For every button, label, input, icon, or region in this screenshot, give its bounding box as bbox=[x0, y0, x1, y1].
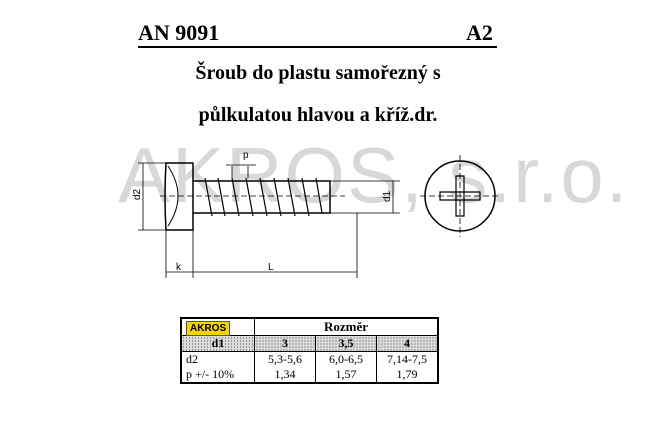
cell: 1,34 bbox=[254, 367, 316, 384]
threads bbox=[204, 177, 323, 217]
label-k: k bbox=[176, 262, 182, 273]
label-d2: d2 bbox=[132, 188, 143, 200]
table-header: Rozměr bbox=[254, 317, 439, 336]
subtitle-line-1: Šroub do plastu samořezný s bbox=[195, 62, 441, 84]
table-row: d2 5,3-5,6 6,0-6,5 7,14-7,5 bbox=[180, 351, 439, 367]
akros-logo: AKROS bbox=[186, 320, 231, 336]
screw-shank bbox=[193, 180, 331, 214]
title-underline bbox=[138, 46, 497, 48]
table-row: p +/- 10% 1,34 1,57 1,79 bbox=[180, 367, 439, 384]
label-d1: d1 bbox=[382, 190, 393, 202]
row-label: p +/- 10% bbox=[180, 367, 255, 384]
cell: 6,0-6,5 bbox=[315, 351, 377, 367]
row-label: d2 bbox=[180, 351, 255, 367]
cell: 7,14-7,5 bbox=[376, 351, 439, 367]
screw-head bbox=[164, 162, 194, 231]
column-header: 3 bbox=[254, 335, 316, 352]
pozidriv-cross bbox=[439, 175, 481, 217]
standard-code: AN 9091 bbox=[138, 20, 220, 45]
material-grade: A2 bbox=[466, 20, 493, 45]
subtitle-line-2: půlkulatou hlavou a kříž.dr. bbox=[198, 104, 438, 126]
dimension-table: AKROS Rozměr d1 3 3,5 4 d2 5,3-5,6 6,0-6… bbox=[180, 317, 439, 384]
cell: 1,57 bbox=[315, 367, 377, 384]
column-header: d1 bbox=[180, 335, 255, 352]
cell: 5,3-5,6 bbox=[254, 351, 316, 367]
label-L: L bbox=[268, 262, 274, 273]
column-header: 4 bbox=[376, 335, 439, 352]
column-header: 3,5 bbox=[315, 335, 377, 352]
label-p: p bbox=[243, 150, 249, 161]
cell: 1,79 bbox=[376, 367, 439, 384]
watermark: AKROS, s.r.o. bbox=[118, 131, 630, 219]
